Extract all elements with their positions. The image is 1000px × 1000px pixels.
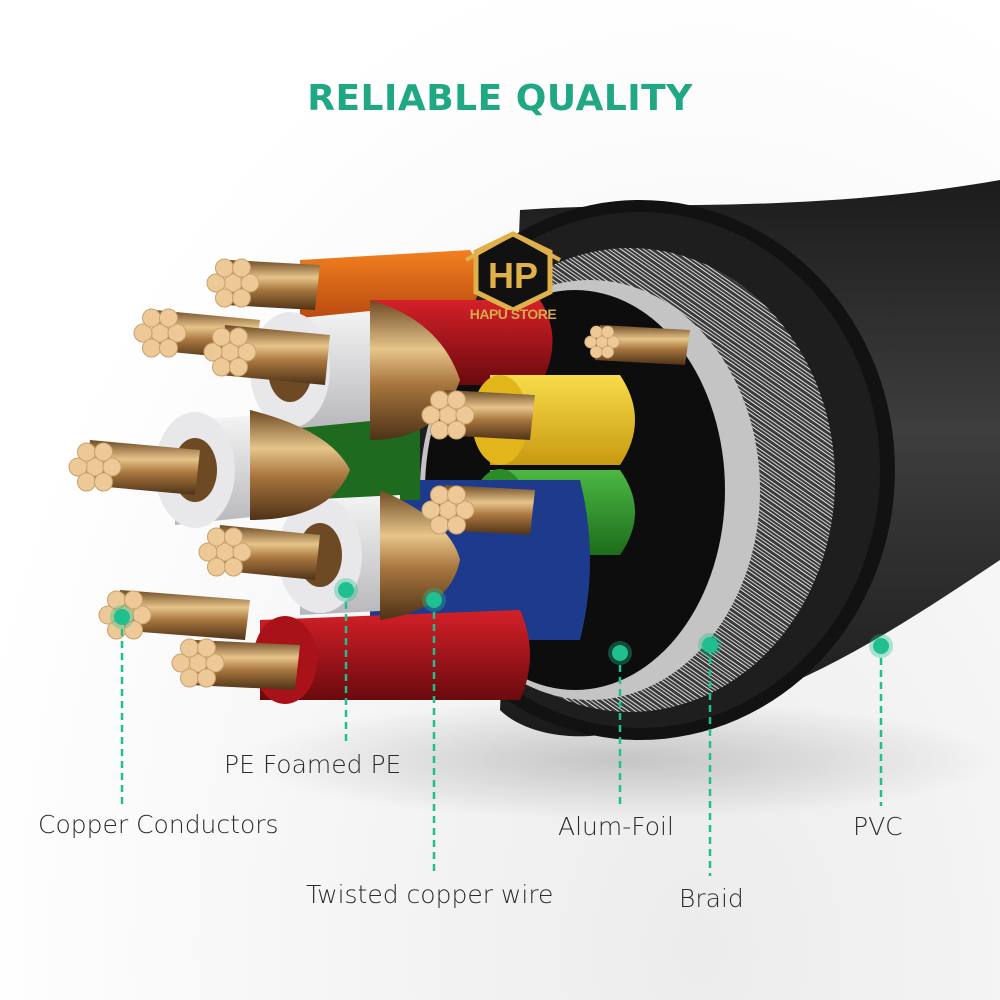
- label-braid: Braid: [679, 884, 744, 913]
- callout-pvc-marker: [869, 634, 893, 806]
- callout-twisted-copper-wire-marker: [422, 588, 446, 876]
- twisted-copper-shield-2: [250, 410, 350, 520]
- page-title: RELIABLE QUALITY: [307, 78, 693, 119]
- label-pe-foamed-pe: PE Foamed PE: [224, 750, 402, 779]
- label-alum-foil: Alum-Foil: [558, 812, 674, 841]
- hapu-store-watermark: HP HAPU STORE: [458, 230, 568, 325]
- watermark-brand: HAPU STORE: [469, 306, 557, 322]
- red-wire-bottom: [260, 610, 530, 700]
- callout-copper-conductors-marker: [110, 605, 134, 805]
- label-copper-conductors: Copper Conductors: [38, 810, 279, 839]
- label-twisted-copper-wire: Twisted copper wire: [306, 880, 554, 909]
- hp-logo-icon: HP: [465, 231, 561, 313]
- twisted-copper-shield-3: [380, 490, 460, 620]
- callout-pe-foamed-pe-marker: [334, 578, 358, 745]
- cable-shadow: [240, 700, 1000, 820]
- logo-monogram: HP: [488, 255, 538, 296]
- callout-braid-marker: [698, 633, 722, 876]
- label-pvc: PVC: [853, 812, 903, 841]
- callout-alum-foil-marker: [608, 641, 632, 806]
